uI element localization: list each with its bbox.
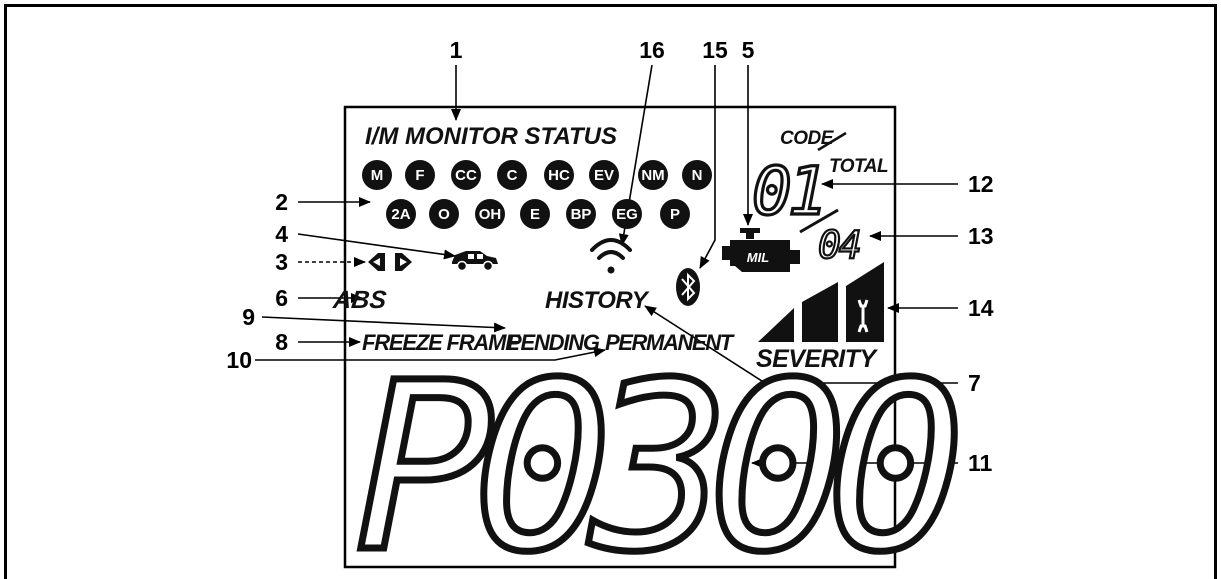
wrench-icon (857, 299, 869, 333)
permanent-indicator: PERMANENT (605, 330, 735, 355)
wifi-icon (590, 238, 632, 274)
callout-7: 7 (968, 370, 981, 396)
callout-numbers: 1 16 15 5 2 4 3 6 9 8 10 12 13 14 7 11 (226, 37, 993, 476)
callout-5: 5 (742, 37, 755, 63)
vehicle-icon (452, 251, 498, 272)
monitor-badge: O (429, 199, 459, 229)
svg-text:O: O (438, 206, 450, 223)
monitor-badge: P (660, 199, 690, 229)
link-arrows-icon (368, 253, 412, 271)
callout-2: 2 (275, 189, 288, 215)
monitor-badge: EV (589, 160, 619, 190)
monitor-badge: NM (638, 160, 668, 190)
freeze-frame-indicator: FREEZE FRAME (362, 330, 521, 355)
abs-indicator: ABS (331, 286, 388, 314)
mil-engine-icon: MIL (722, 228, 800, 272)
svg-text:P: P (670, 206, 680, 223)
callout-9: 9 (242, 304, 255, 330)
lcd-screen (343, 105, 897, 569)
monitor-badges-row2: 2A O OH E BP EG P (386, 199, 690, 229)
svg-text:CC: CC (455, 167, 477, 184)
monitor-badge: EG (612, 199, 642, 229)
monitor-badge: 2A (386, 199, 416, 229)
monitor-badge: F (405, 160, 435, 190)
callout-10: 10 (226, 347, 252, 373)
svg-text:N: N (692, 167, 703, 184)
bluetooth-icon (676, 268, 700, 306)
monitor-badge: BP (566, 199, 596, 229)
callout-1: 1 (450, 37, 463, 63)
total-label: TOTAL (829, 156, 888, 177)
monitor-badge: N (682, 160, 712, 190)
monitor-badge: CC (451, 160, 481, 190)
svg-text:E: E (530, 206, 540, 223)
callout-12: 12 (968, 171, 994, 197)
callout-3: 3 (275, 249, 288, 275)
monitor-badge: M (362, 160, 392, 190)
callout-6: 6 (275, 285, 288, 311)
callout-4: 4 (275, 221, 288, 247)
monitor-badge: C (497, 160, 527, 190)
mil-label: MIL (747, 250, 769, 265)
svg-text:HC: HC (548, 167, 570, 184)
monitor-status-title: I/M MONITOR STATUS (365, 123, 617, 150)
callout-16: 16 (639, 37, 665, 63)
svg-text:EG: EG (616, 206, 638, 223)
severity-label: SEVERITY (756, 345, 878, 373)
code-label: CODE (780, 128, 835, 149)
history-indicator: HISTORY (545, 287, 650, 314)
dtc-display: P0300 (355, 333, 955, 579)
monitor-badges-row1: M F CC C HC EV NM N (362, 160, 712, 190)
monitor-badge: HC (544, 160, 574, 190)
callout-11: 11 (968, 450, 993, 476)
severity-bars (758, 262, 884, 342)
svg-text:C: C (507, 167, 518, 184)
svg-text:2A: 2A (391, 206, 410, 223)
leader-lines (255, 64, 958, 468)
total-number: 04 (818, 223, 860, 267)
svg-text:M: M (371, 167, 384, 184)
monitor-badge: E (520, 199, 550, 229)
svg-text:OH: OH (479, 206, 502, 223)
code-number: 01 (752, 153, 823, 230)
svg-text:EV: EV (594, 167, 614, 184)
monitor-badge: OH (475, 199, 505, 229)
callout-13: 13 (968, 223, 994, 249)
callout-8: 8 (275, 329, 288, 355)
figure-frame (4, 4, 1217, 579)
callout-14: 14 (968, 295, 994, 321)
svg-text:NM: NM (641, 167, 664, 184)
svg-text:F: F (415, 167, 424, 184)
pending-indicator: PENDING (507, 330, 600, 355)
callout-15: 15 (702, 37, 728, 63)
svg-text:BP: BP (571, 206, 592, 223)
